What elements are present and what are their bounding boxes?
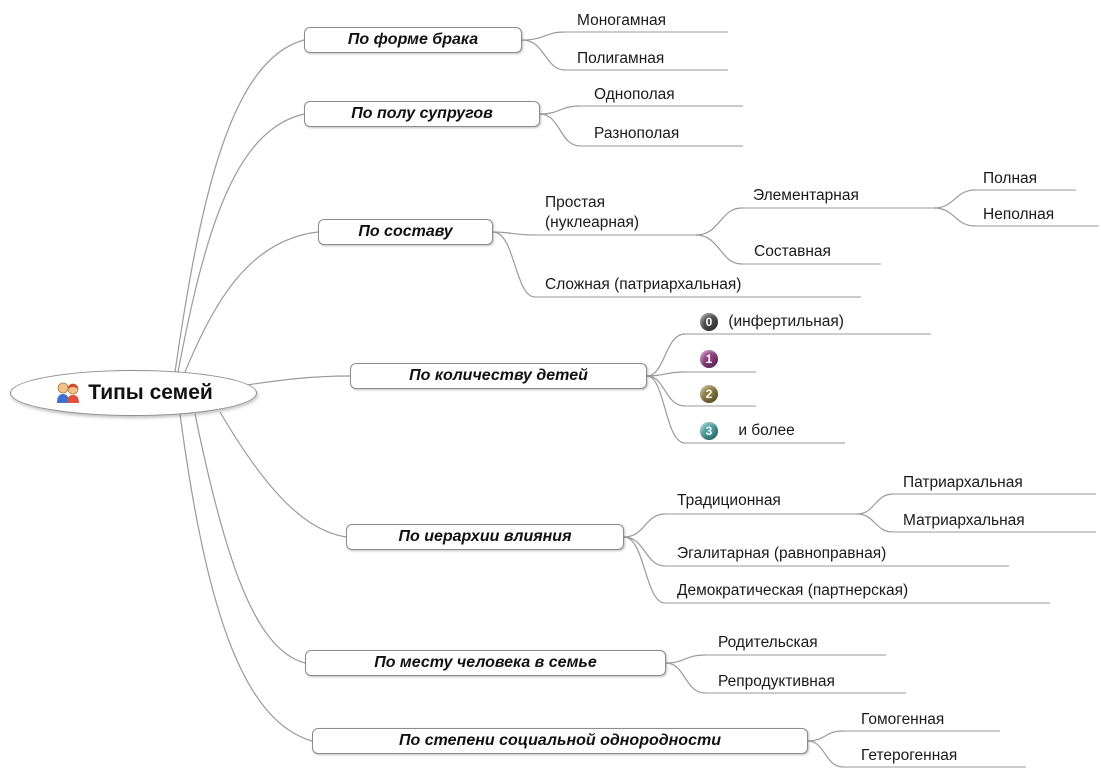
leaf-egalitarian[interactable]: Эгалитарная (равноправная)	[677, 545, 887, 562]
leaf-children-0[interactable]: 0 (инфертильная)	[700, 313, 844, 331]
category-composition[interactable]: По составу	[318, 219, 493, 245]
leaf-full[interactable]: Полная	[983, 170, 1038, 187]
priority-2-icon: 2	[700, 385, 718, 403]
leaf-reproductive[interactable]: Репродуктивная	[718, 673, 835, 690]
leaf-children-2[interactable]: 2	[700, 385, 718, 403]
node-elementary[interactable]: Элементарная	[753, 187, 859, 204]
leaf-monogamous[interactable]: Моногамная	[577, 12, 667, 29]
leaf-children-0-text: (инфертильная)	[728, 313, 844, 331]
root-node[interactable]: Типы семей	[10, 370, 257, 416]
leaf-democratic[interactable]: Демократическая (партнерская)	[677, 582, 909, 599]
category-person-place[interactable]: По месту человека в семье	[305, 650, 666, 676]
category-children-count[interactable]: По количеству детей	[350, 363, 647, 389]
leaf-heterogeneous[interactable]: Гетерогенная	[861, 747, 958, 764]
family-people-icon	[54, 381, 82, 405]
leaf-parental[interactable]: Родительская	[718, 634, 818, 651]
leaf-matriarchal[interactable]: Матриархальная	[903, 512, 1025, 529]
leaf-polygamous[interactable]: Полигамная	[577, 50, 665, 67]
category-marriage-form[interactable]: По форме брака	[304, 27, 522, 53]
node-simple-nuclear[interactable]: Простая (нуклеарная)	[545, 194, 640, 231]
category-influence-hierarchy[interactable]: По иерархии влияния	[346, 524, 624, 550]
leaf-complex-patriarchal[interactable]: Сложная (патриархальная)	[545, 276, 742, 293]
leaf-opposite-sex[interactable]: Разнополая	[594, 125, 680, 142]
leaf-homogeneous[interactable]: Гомогенная	[861, 711, 945, 728]
root-label: Типы семей	[88, 381, 213, 404]
leaf-children-3[interactable]: 3 и более	[700, 422, 795, 440]
priority-1-icon: 1	[700, 350, 718, 368]
leaf-patriarchal[interactable]: Патриархальная	[903, 474, 1023, 491]
leaf-same-sex[interactable]: Однополая	[594, 86, 675, 103]
leaf-incomplete[interactable]: Неполная	[983, 206, 1055, 223]
leaf-compound[interactable]: Составная	[754, 243, 831, 260]
leaf-children-1[interactable]: 1	[700, 350, 718, 368]
category-spouse-gender[interactable]: По полу супругов	[304, 101, 540, 127]
leaf-children-3-text: и более	[738, 422, 795, 440]
category-social-homogeneity[interactable]: По степени социальной однородности	[312, 728, 808, 754]
priority-3-icon: 3	[700, 422, 718, 440]
priority-0-icon: 0	[700, 313, 718, 331]
node-traditional[interactable]: Традиционная	[677, 492, 781, 509]
